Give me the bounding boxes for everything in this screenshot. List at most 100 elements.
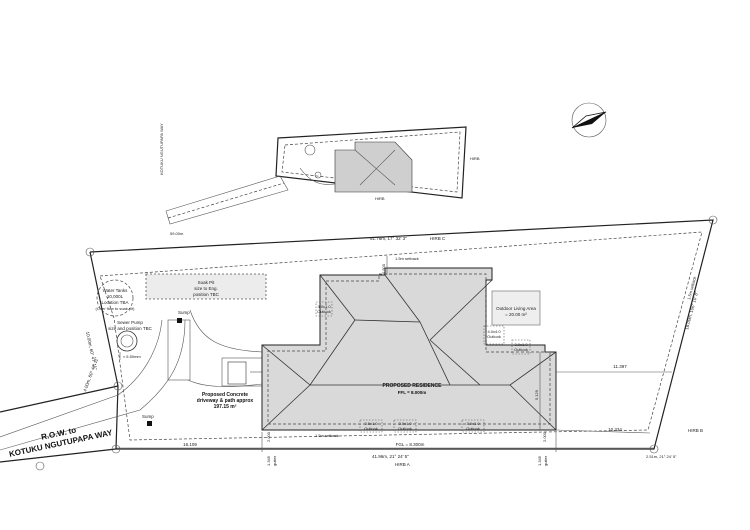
driveway-label-2: driveway & path approx [197,398,254,404]
water-tanks-label-4: (Over flow to soak pit) [96,306,136,311]
setback-bottom-label: 1.5m setback [315,433,339,438]
outlook-right-label-2: Outlook [487,334,501,339]
outlook-b3-label-1: 3.0x1.0 [466,421,480,426]
valley-line-2 [429,339,481,386]
outlook-b1-box [359,419,383,433]
driveway-label-3: 197.15 m² [214,404,237,410]
access-strip-end [115,385,119,450]
outlook-b3-box [461,419,485,433]
soak-pit-label-1: Soak Pit [198,280,216,285]
peg-sw [111,444,121,454]
peg-access [35,461,45,471]
driveway-label-1: Proposed Concrete [202,392,248,398]
overview-road-label: KOTUKU NGUTUPAPA WAY [159,123,164,175]
driveway-edge-3 [189,309,263,353]
outlook-right-box [483,325,505,345]
overview-pump [314,171,322,179]
outlook-right-label-1: 4.0x4.0 [487,329,501,334]
outlook-left-label-1: 3.0x1.0 [317,304,331,309]
setback-line: 1.5m setback 1.5m setback 1.5m setback [99,231,703,441]
hip-line-7 [509,384,557,431]
residence-roof-outline [261,267,557,431]
dim-right-lower-label: 10.334 [608,427,622,432]
sewer-distance-label: ≈ 5.50mm [123,354,141,359]
dim-right-label: 11.397 [613,364,627,369]
top-bearing-label: 51.76m, 17° 32' 3" [370,236,407,241]
left-bearing-lower-label: 4.00m, 60° 47' 11" [82,356,99,392]
site-boundary-west [89,251,119,387]
north-arrow-tail [571,111,607,129]
outlook-b2-label-1: 3.0x1.0 [398,421,412,426]
ridge-line-2 [419,321,451,386]
fgl-bottom-label: FGL = 8.300m [396,442,425,447]
overview-residence [334,141,413,193]
overview-ridge-1 [354,149,396,186]
ffl-label: FFL = 8.000m [398,390,427,395]
outdoor-living-label-1: Outdoor Living Area [496,306,536,311]
north-arrow-ring [571,102,607,138]
gutter-right-label: gutter [543,455,548,466]
dim-top-vertical-label: 0.500 [381,263,386,274]
sump-bottom-marker [147,421,152,426]
overview-boundary [275,126,467,199]
site-boundary [0,215,718,471]
overview-access-centre [167,182,285,219]
driveway-edge-4 [187,379,263,387]
sumps: Sump Sump [142,310,190,426]
water-tanks-label-1: Water Tanks [103,288,129,293]
water-tank-circle [96,279,134,317]
water-tanks: Water Tanks 10,000L Location TBA (Over f… [96,279,136,317]
outlook-corner-label-1: 3.0x1.0 [514,342,528,347]
overview-ridge-2 [359,149,396,186]
access-strip-bottom [0,448,117,463]
overview-plan: KOTUKU NGUTUPAPA WAY 59.00m HIRB HIRB [159,123,480,236]
overview-scale-label: 59.00m [170,231,184,236]
overview-setback [281,131,461,193]
gutter-left-label: gutter [272,455,277,466]
sump-top-label: Sump [178,310,190,315]
residence: PROPOSED RESIDENCE FFL = 8.000m [261,267,557,431]
overview-tank [304,144,316,156]
overview-driveway [299,167,336,185]
gutter-left-value: 1.345 [266,455,271,466]
bottom-bearing-label: 41.96m, 21° 24' 5" [372,454,409,459]
peg-ne [708,215,718,225]
residence-label: PROPOSED RESIDENCE [383,383,443,389]
sewer-pump-inner [120,334,134,348]
sump-bottom-label: Sump [142,414,154,419]
outlook-b1-label-1: 3.0x1.0 [364,421,378,426]
residence-wall-line [267,273,551,425]
site-boundary-line [89,219,714,450]
dim-small-right: 2.000 [542,431,547,442]
outdoor-living-area [491,290,541,326]
setback-outline [99,231,703,441]
ridge-line-1 [354,319,421,323]
bottom-boundary-name: HIRB A [395,462,410,467]
peg-se [649,444,659,454]
driveway: Proposed Concrete driveway & path approx… [0,309,289,451]
dimensions: 16.109 FGL = 8.300m 1.345 gutter 1.345 g… [116,256,672,466]
sewer-label-1: Sewer Pump [117,320,143,325]
water-tanks-label-2: 10,000L [107,294,124,299]
north-arrow [571,102,607,138]
outlook-b2-label-2: Outlook [398,426,412,431]
outlook-b2-box [393,419,417,433]
valley-line-1 [309,319,356,386]
outlook-b1-label-2: Outlook [364,426,378,431]
dim-vertical-right-label: 5.129 [534,389,539,400]
dim-bottom-left-label: 16.109 [183,442,197,447]
setback-top-label: 1.5m setback [395,256,419,261]
access-strip-top [0,385,119,413]
setback-right-label: 1.5m setback [686,276,697,300]
soak-pit-label-2: size to Eng. [194,286,218,291]
overview-access-strip [165,175,289,225]
hip-line-5 [261,384,311,431]
soak-pit-label-3: position TBC [193,292,219,297]
bottom-right-bearing-label: 2.51m, 21° 24' 5" [646,454,677,459]
soak-pit: Soak Pit size to Eng. position TBC [145,273,267,300]
hip-line-2 [384,274,421,323]
hip-line-4 [261,344,311,386]
outdoor-living: Outdoor Living Area = 20.00 m² [491,290,541,326]
car-icon [227,361,247,385]
